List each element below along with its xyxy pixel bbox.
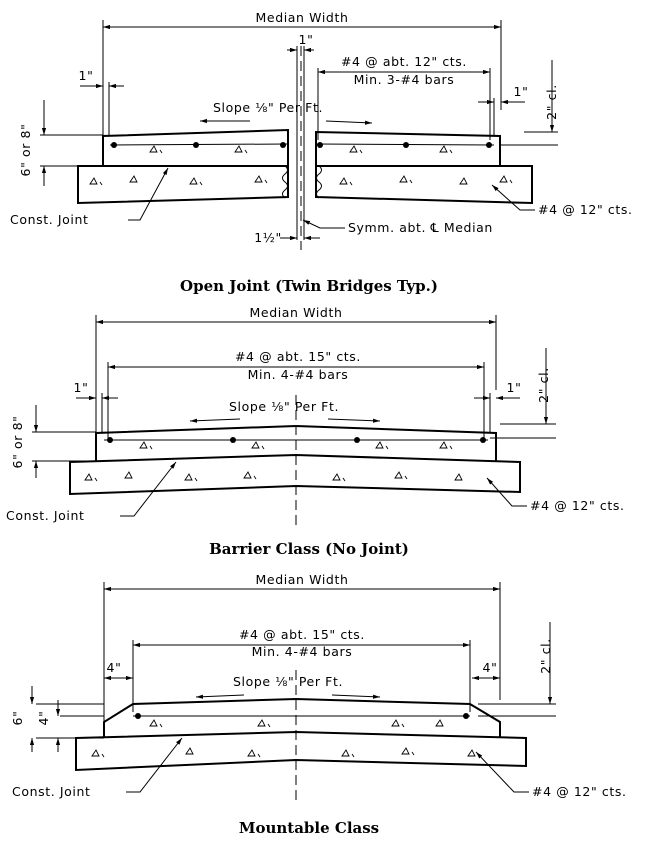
slope-arrow-left bbox=[189, 418, 241, 423]
slope-arrow-right bbox=[331, 694, 381, 699]
deck-slab bbox=[69, 453, 521, 496]
right-offset-label: 4" bbox=[483, 660, 498, 675]
reinf-spacing-label: #4 @ abt. 12" cts. bbox=[341, 54, 467, 69]
deck-slab-right bbox=[315, 165, 533, 205]
reinf-min-label: Min. 3-#4 bars bbox=[354, 72, 455, 87]
symmetry-label: Symm. abt. ℄ Median bbox=[348, 220, 493, 235]
rebar-line-left bbox=[109, 143, 289, 146]
bars-leader bbox=[475, 751, 529, 793]
rebar-dot bbox=[230, 437, 236, 443]
symmetry-leader bbox=[302, 219, 345, 229]
right-offset-label: 1" bbox=[514, 84, 529, 99]
detail-barrier-class: Median Width #4 @ abt. 15" cts. Min. 4-#… bbox=[6, 305, 625, 558]
rebar-dot bbox=[111, 142, 117, 148]
rebar-dot bbox=[463, 713, 469, 719]
slope-arrow-left bbox=[195, 694, 245, 699]
median-width-label: Median Width bbox=[250, 305, 343, 320]
joint-break-left bbox=[282, 165, 288, 199]
inner-depth-label: 4" bbox=[36, 711, 51, 726]
caption: Open Joint (Twin Bridges Typ.) bbox=[180, 277, 438, 295]
const-joint-leader bbox=[120, 461, 177, 517]
aggregate-pattern bbox=[91, 719, 476, 758]
reinf-spacing-label: #4 @ abt. 15" cts. bbox=[235, 349, 361, 364]
const-joint-label: Const. Joint bbox=[10, 212, 89, 227]
left-offset-label: 4" bbox=[107, 660, 122, 675]
slope-label: Slope ⅛" Per Ft. bbox=[229, 399, 339, 414]
rebar-dot bbox=[280, 142, 286, 148]
depth-label: 6" or 8" bbox=[18, 124, 33, 177]
const-joint-label: Const. Joint bbox=[12, 784, 91, 799]
joint-width-label: 1" bbox=[299, 32, 314, 47]
right-offset-label: 1" bbox=[507, 380, 522, 395]
bars-label: #4 @ 12" cts. bbox=[532, 784, 627, 799]
rebar-dot bbox=[193, 142, 199, 148]
slope-label: Slope ⅛" Per Ft. bbox=[233, 674, 343, 689]
rebar-dot bbox=[135, 713, 141, 719]
rebar-dot bbox=[403, 142, 409, 148]
rebar-dot bbox=[107, 437, 113, 443]
aggregate-pattern bbox=[84, 441, 463, 482]
aggregate-pattern bbox=[89, 145, 513, 186]
median-slab bbox=[103, 697, 501, 738]
median-slab-left bbox=[102, 128, 289, 166]
left-offset-label: 1" bbox=[74, 380, 89, 395]
slope-arrow-right bbox=[327, 418, 381, 423]
cover-label: 2" cl. bbox=[538, 638, 553, 674]
deck-slab-left bbox=[77, 165, 289, 205]
joint-break-right bbox=[316, 165, 322, 199]
reinf-min-label: Min. 4-#4 bars bbox=[252, 644, 353, 659]
bars-label: #4 @ 12" cts. bbox=[530, 498, 625, 513]
caption: Mountable Class bbox=[239, 819, 379, 837]
detail-open-joint: Median Width 1" 1" #4 @ abt. 12" cts. Mi… bbox=[10, 10, 633, 295]
reinf-min-label: Min. 4-#4 bars bbox=[248, 367, 349, 382]
slope-arrow-right bbox=[325, 120, 373, 125]
slope-label: Slope ⅛" Per Ft. bbox=[213, 100, 323, 115]
rebar-dot bbox=[317, 142, 323, 148]
depth-label: 6" or 8" bbox=[10, 416, 25, 469]
rebar-dot bbox=[354, 437, 360, 443]
deck-slab bbox=[75, 730, 527, 772]
const-joint-label: Const. Joint bbox=[6, 508, 85, 523]
cover-label: 2" cl. bbox=[536, 367, 551, 403]
left-offset-label: 1" bbox=[79, 68, 94, 83]
reinf-spacing-label: #4 @ abt. 15" cts. bbox=[239, 627, 365, 642]
rebar-dot bbox=[480, 437, 486, 443]
detail-mountable-class: Median Width #4 @ abt. 15" cts. Min. 4-#… bbox=[10, 572, 627, 837]
const-joint-leader bbox=[128, 167, 169, 221]
rebar-dot bbox=[486, 142, 492, 148]
gap-label: 1½" bbox=[254, 230, 282, 245]
bars-leader bbox=[486, 477, 527, 507]
caption: Barrier Class (No Joint) bbox=[209, 540, 409, 558]
bars-leader bbox=[491, 184, 535, 211]
median-slab-right bbox=[315, 130, 501, 166]
bars-label: #4 @ 12" cts. bbox=[538, 202, 633, 217]
median-width-label: Median Width bbox=[256, 572, 349, 587]
median-width-label: Median Width bbox=[256, 10, 349, 25]
depth-label: 6" bbox=[10, 711, 25, 726]
const-joint-leader bbox=[126, 737, 183, 793]
